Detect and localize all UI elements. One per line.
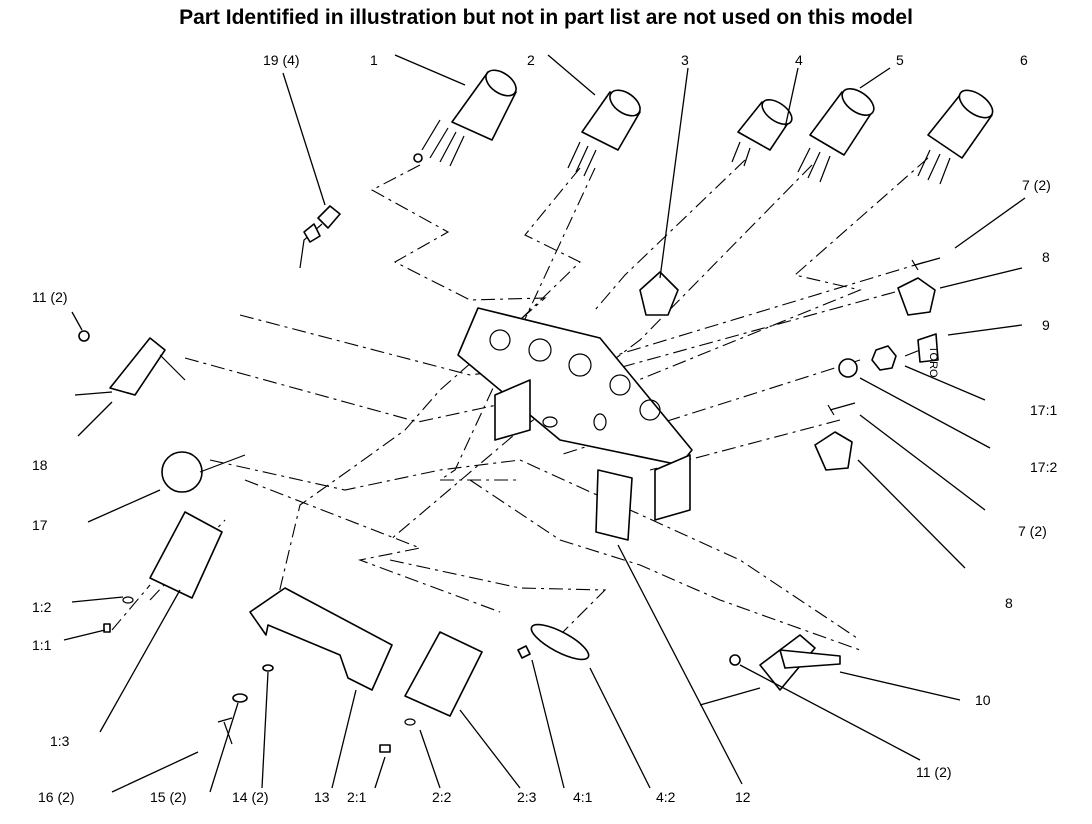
part-17-2-washer — [838, 358, 858, 378]
part-11-nut-right — [729, 654, 741, 666]
callout-17-2: 17:2 — [1030, 459, 1057, 475]
part-1-1-screw — [103, 623, 111, 633]
callout-4-1: 4:1 — [573, 789, 593, 805]
callout-11-right: 11 (2) — [916, 764, 952, 780]
callout-10: 10 — [975, 692, 991, 708]
part-4-2-gasket — [530, 623, 590, 661]
callout-16: 16 (2) — [38, 789, 75, 805]
part-7-bolt-lower — [827, 402, 856, 416]
callout-17: 17 — [32, 517, 48, 533]
callout-17-1: 17:1 — [1030, 402, 1057, 418]
part-1-3-channel — [149, 511, 223, 599]
leader-lines — [63, 54, 1026, 793]
part-8-knob-lower — [814, 431, 853, 471]
callout-18: 18 — [32, 457, 48, 473]
diagram-title: Part Identified in illustration but not … — [179, 6, 913, 29]
callout-9: 9 — [1042, 317, 1050, 333]
part-18-latch — [74, 337, 186, 396]
callout-6: 6 — [1020, 52, 1028, 68]
callout-2-1: 2:1 — [347, 789, 367, 805]
part-13-bar — [249, 587, 393, 691]
gauge-2 — [567, 89, 641, 177]
part-1-2-washer — [122, 596, 134, 604]
gauge-5 — [797, 88, 875, 183]
callout-12: 12 — [735, 789, 751, 805]
callout-2-2: 2:2 — [432, 789, 452, 805]
callout-19: 19 (4) — [263, 52, 300, 68]
callout-14: 14 (2) — [232, 789, 269, 805]
gauge-1 — [413, 69, 517, 167]
callout-3: 3 — [681, 52, 689, 68]
callout-5: 5 — [896, 52, 904, 68]
part-14-washer — [262, 664, 274, 672]
callout-11-left: 11 (2) — [32, 289, 68, 305]
callout-15: 15 (2) — [150, 789, 187, 805]
part-9-key: TORO — [904, 333, 939, 378]
part-19-lamp — [299, 205, 341, 269]
part-12-bracket — [595, 469, 633, 541]
callout-1: 1 — [370, 52, 378, 68]
part-17-ignition — [161, 451, 246, 493]
dash-panel — [457, 307, 693, 521]
part-2-1-screw — [379, 744, 391, 753]
callout-2-3: 2:3 — [517, 789, 537, 805]
callout-2: 2 — [527, 52, 535, 68]
callout-8-lower: 8 — [1005, 595, 1013, 611]
callout-4: 4 — [795, 52, 803, 68]
part-15-washer — [232, 693, 248, 703]
callout-4-2: 4:2 — [656, 789, 676, 805]
part-3-switch — [639, 271, 679, 316]
part-10-latch — [699, 634, 841, 706]
part-17-1-nut — [871, 345, 897, 371]
part-16-bolt — [217, 717, 233, 745]
gauge-6 — [917, 89, 994, 185]
svg-text:TORO: TORO — [927, 346, 939, 378]
part-2-2-washer — [404, 718, 416, 726]
callout-8-upper: 8 — [1042, 249, 1050, 265]
callout-13: 13 — [314, 789, 330, 805]
gauge-4 — [731, 98, 793, 167]
callout-7-lower: 7 (2) — [1018, 523, 1047, 539]
callout-1-3: 1:3 — [50, 733, 70, 749]
callout-labels: 19 (4) 1 2 3 4 5 6 7 (2) 8 9 17:1 17:2 7… — [32, 52, 1057, 805]
part-8-knob-upper — [897, 277, 936, 316]
part-11-nut-left — [78, 330, 90, 342]
callout-7-upper: 7 (2) — [1022, 177, 1051, 193]
callout-1-1: 1:1 — [32, 637, 52, 653]
part-4-1-nut — [517, 645, 531, 659]
part-7-bolt-upper — [911, 257, 941, 271]
part-2-3-channel — [404, 631, 483, 717]
callout-1-2: 1:2 — [32, 599, 52, 615]
